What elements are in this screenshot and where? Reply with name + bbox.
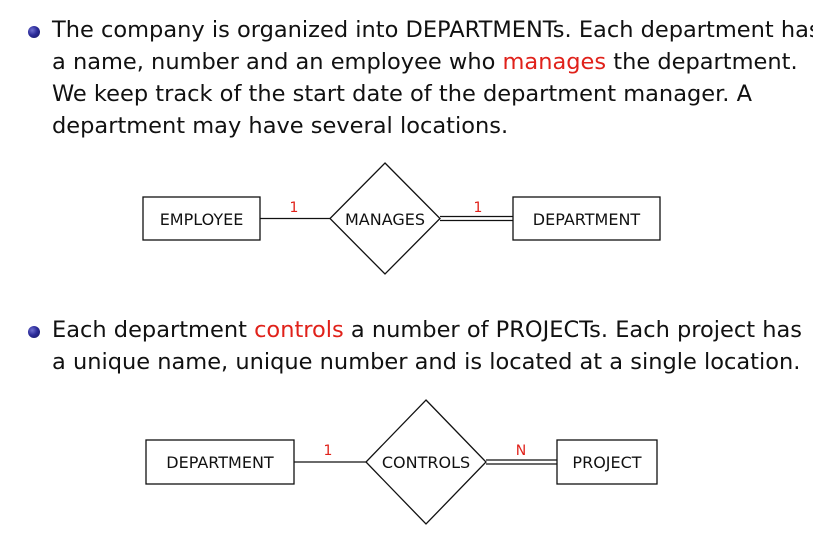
- bullet-text: Each department controls a number of PRO…: [52, 314, 813, 378]
- bullet-dot-icon: [28, 326, 40, 338]
- cardinality-left: 1: [324, 443, 333, 459]
- entity-box-project: [556, 439, 658, 485]
- text-segment: The company is organized into DEPARTMENT…: [52, 17, 813, 75]
- entity-label-department: DEPARTMENT: [166, 453, 274, 472]
- cardinality-left: 1: [290, 200, 299, 216]
- highlighted-term: manages: [502, 49, 607, 75]
- cardinality-right: N: [516, 443, 526, 459]
- text-segment: a number of PROJECTs. Each project has a…: [52, 317, 802, 375]
- er-diagram-controls: DEPARTMENT 1 CONTROLS N PROJECT: [145, 399, 658, 525]
- entity-label-department: DEPARTMENT: [533, 210, 641, 229]
- highlighted-term: controls: [254, 317, 344, 343]
- cardinality-right: 1: [474, 200, 483, 216]
- entity-label-employee: EMPLOYEE: [160, 210, 244, 229]
- relationship-label-manages: MANAGES: [345, 210, 425, 229]
- entity-box-department: [512, 196, 661, 241]
- relationship-diamond-controls: [365, 399, 487, 525]
- bullet-text: The company is organized into DEPARTMENT…: [52, 14, 813, 142]
- total-participation-line: [486, 459, 557, 465]
- bullet-dot-icon: [28, 26, 40, 38]
- relationship-diamond-manages: [329, 162, 441, 275]
- relationship-label-controls: CONTROLS: [382, 453, 470, 472]
- text-segment: the department. We keep track of the sta…: [52, 49, 798, 139]
- entity-label-project: PROJECT: [572, 453, 641, 472]
- er-diagram-manages: EMPLOYEE 1 MANAGES 1 DEPARTMENT: [142, 162, 661, 275]
- text-segment: Each department: [52, 317, 255, 343]
- total-participation-line: [440, 215, 513, 222]
